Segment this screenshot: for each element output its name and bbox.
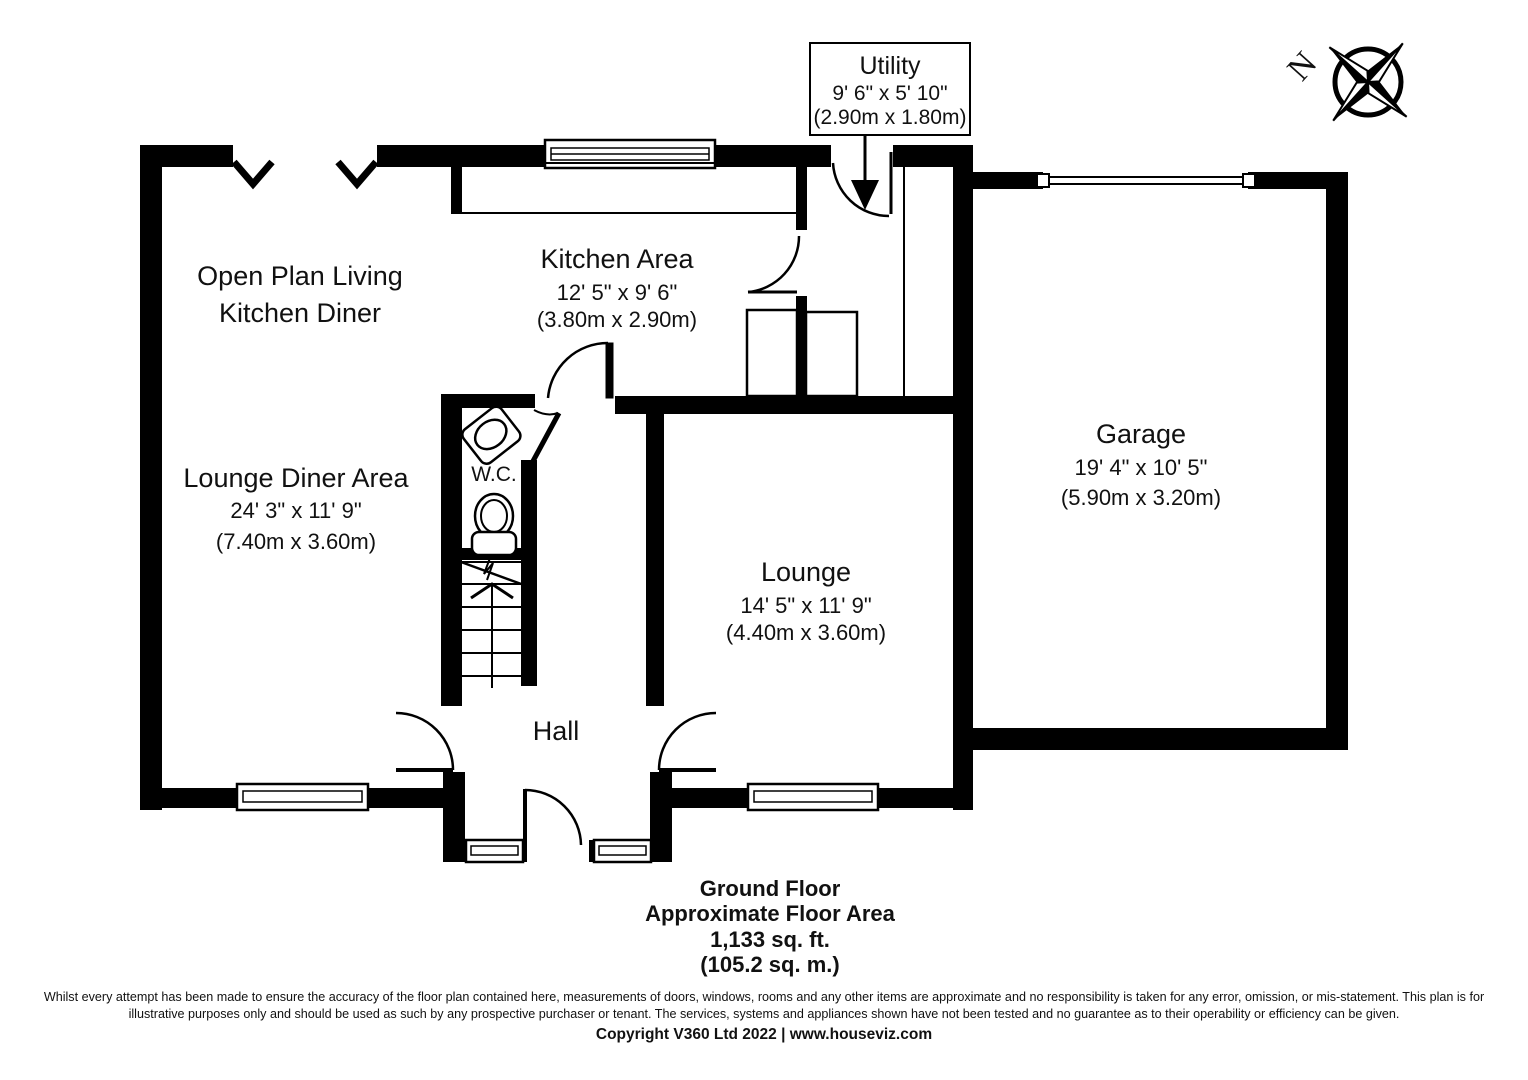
utility-dims-metric: (2.90m x 1.80m) <box>814 106 967 129</box>
lounge-diner-dims-metric: (7.40m x 3.60m) <box>216 529 376 554</box>
kitchen-utility-door <box>747 235 801 294</box>
summary-area-title: Approximate Floor Area <box>645 901 896 926</box>
summary-area-m: (105.2 sq. m.) <box>700 952 839 977</box>
hall-lounge-door <box>657 711 717 772</box>
summary-floor-title: Ground Floor <box>700 876 841 901</box>
garage-dims-imperial: 19' 4" x 10' 5" <box>1075 455 1208 480</box>
kitchen-worktop <box>451 162 798 214</box>
lounge-diner-dims-imperial: 24' 3" x 11' 9" <box>230 498 361 523</box>
summary-area-ft: 1,133 sq. ft. <box>710 927 830 952</box>
stairs-direction-arrow <box>470 582 514 600</box>
interior-walls <box>441 163 965 706</box>
toilet-icon <box>470 492 518 557</box>
garage-label: Garage <box>1096 419 1186 449</box>
stairs-break-zigzag <box>483 557 494 581</box>
window-porch-right <box>592 838 653 864</box>
utility-callout: Utility 9' 6" x 5' 10" (2.90m x 1.80m) <box>809 42 971 210</box>
stairs-break-line <box>460 560 525 587</box>
doors <box>395 162 890 846</box>
staircase <box>460 557 525 688</box>
sink-icon <box>461 405 522 465</box>
utility-dims-imperial: 9' 6" x 5' 10" <box>832 82 947 105</box>
appliance-units <box>745 308 859 398</box>
front-door-opening <box>527 838 589 864</box>
compass-icon: N <box>1280 42 1408 122</box>
utility-arrow <box>851 180 879 210</box>
lounge-label: Lounge <box>761 557 851 587</box>
window-lounge-diner-bottom <box>235 782 370 812</box>
wall-opening-chevrons <box>231 159 379 190</box>
kitchen-hall-door <box>546 341 614 399</box>
floor-summary: Ground Floor Approximate Floor Area 1,13… <box>645 876 896 977</box>
thin-partitions <box>889 152 905 396</box>
hall-lounge-diner-door <box>395 711 455 772</box>
disclaimer-line2: illustrative purposes only and should be… <box>129 1007 1400 1021</box>
lounge-dims-imperial: 14' 5" x 11' 9" <box>740 593 871 618</box>
lounge-dims-metric: (4.40m x 3.60m) <box>726 620 886 645</box>
kitchen-dims-metric: (3.80m x 2.90m) <box>537 307 697 332</box>
room-labels: Open Plan Living Kitchen Diner Kitchen A… <box>183 244 1221 746</box>
lounge-diner-label: Lounge Diner Area <box>183 463 409 493</box>
open-plan-label-line2: Kitchen Diner <box>219 298 381 328</box>
kitchen-label: Kitchen Area <box>540 244 694 274</box>
footer: Whilst every attempt has been made to en… <box>44 990 1484 1043</box>
disclaimer-line1: Whilst every attempt has been made to en… <box>44 990 1484 1004</box>
utility-door <box>831 162 890 218</box>
window-lounge-bottom <box>746 782 880 812</box>
hall-label: Hall <box>533 716 580 746</box>
garage-door <box>1036 173 1256 188</box>
copyright-line: Copyright V360 Ltd 2022 | www.houseviz.c… <box>596 1026 932 1043</box>
utility-room-label: Utility <box>859 52 921 80</box>
compass-north-label: N <box>1280 45 1324 88</box>
front-door <box>523 788 583 846</box>
wc-label: W.C. <box>471 463 517 486</box>
garage-dims-metric: (5.90m x 3.20m) <box>1061 485 1221 510</box>
kitchen-dims-imperial: 12' 5" x 9' 6" <box>557 280 678 305</box>
open-plan-label-line1: Open Plan Living <box>197 261 403 291</box>
window-porch-left <box>464 838 525 864</box>
wc-door <box>529 409 562 465</box>
